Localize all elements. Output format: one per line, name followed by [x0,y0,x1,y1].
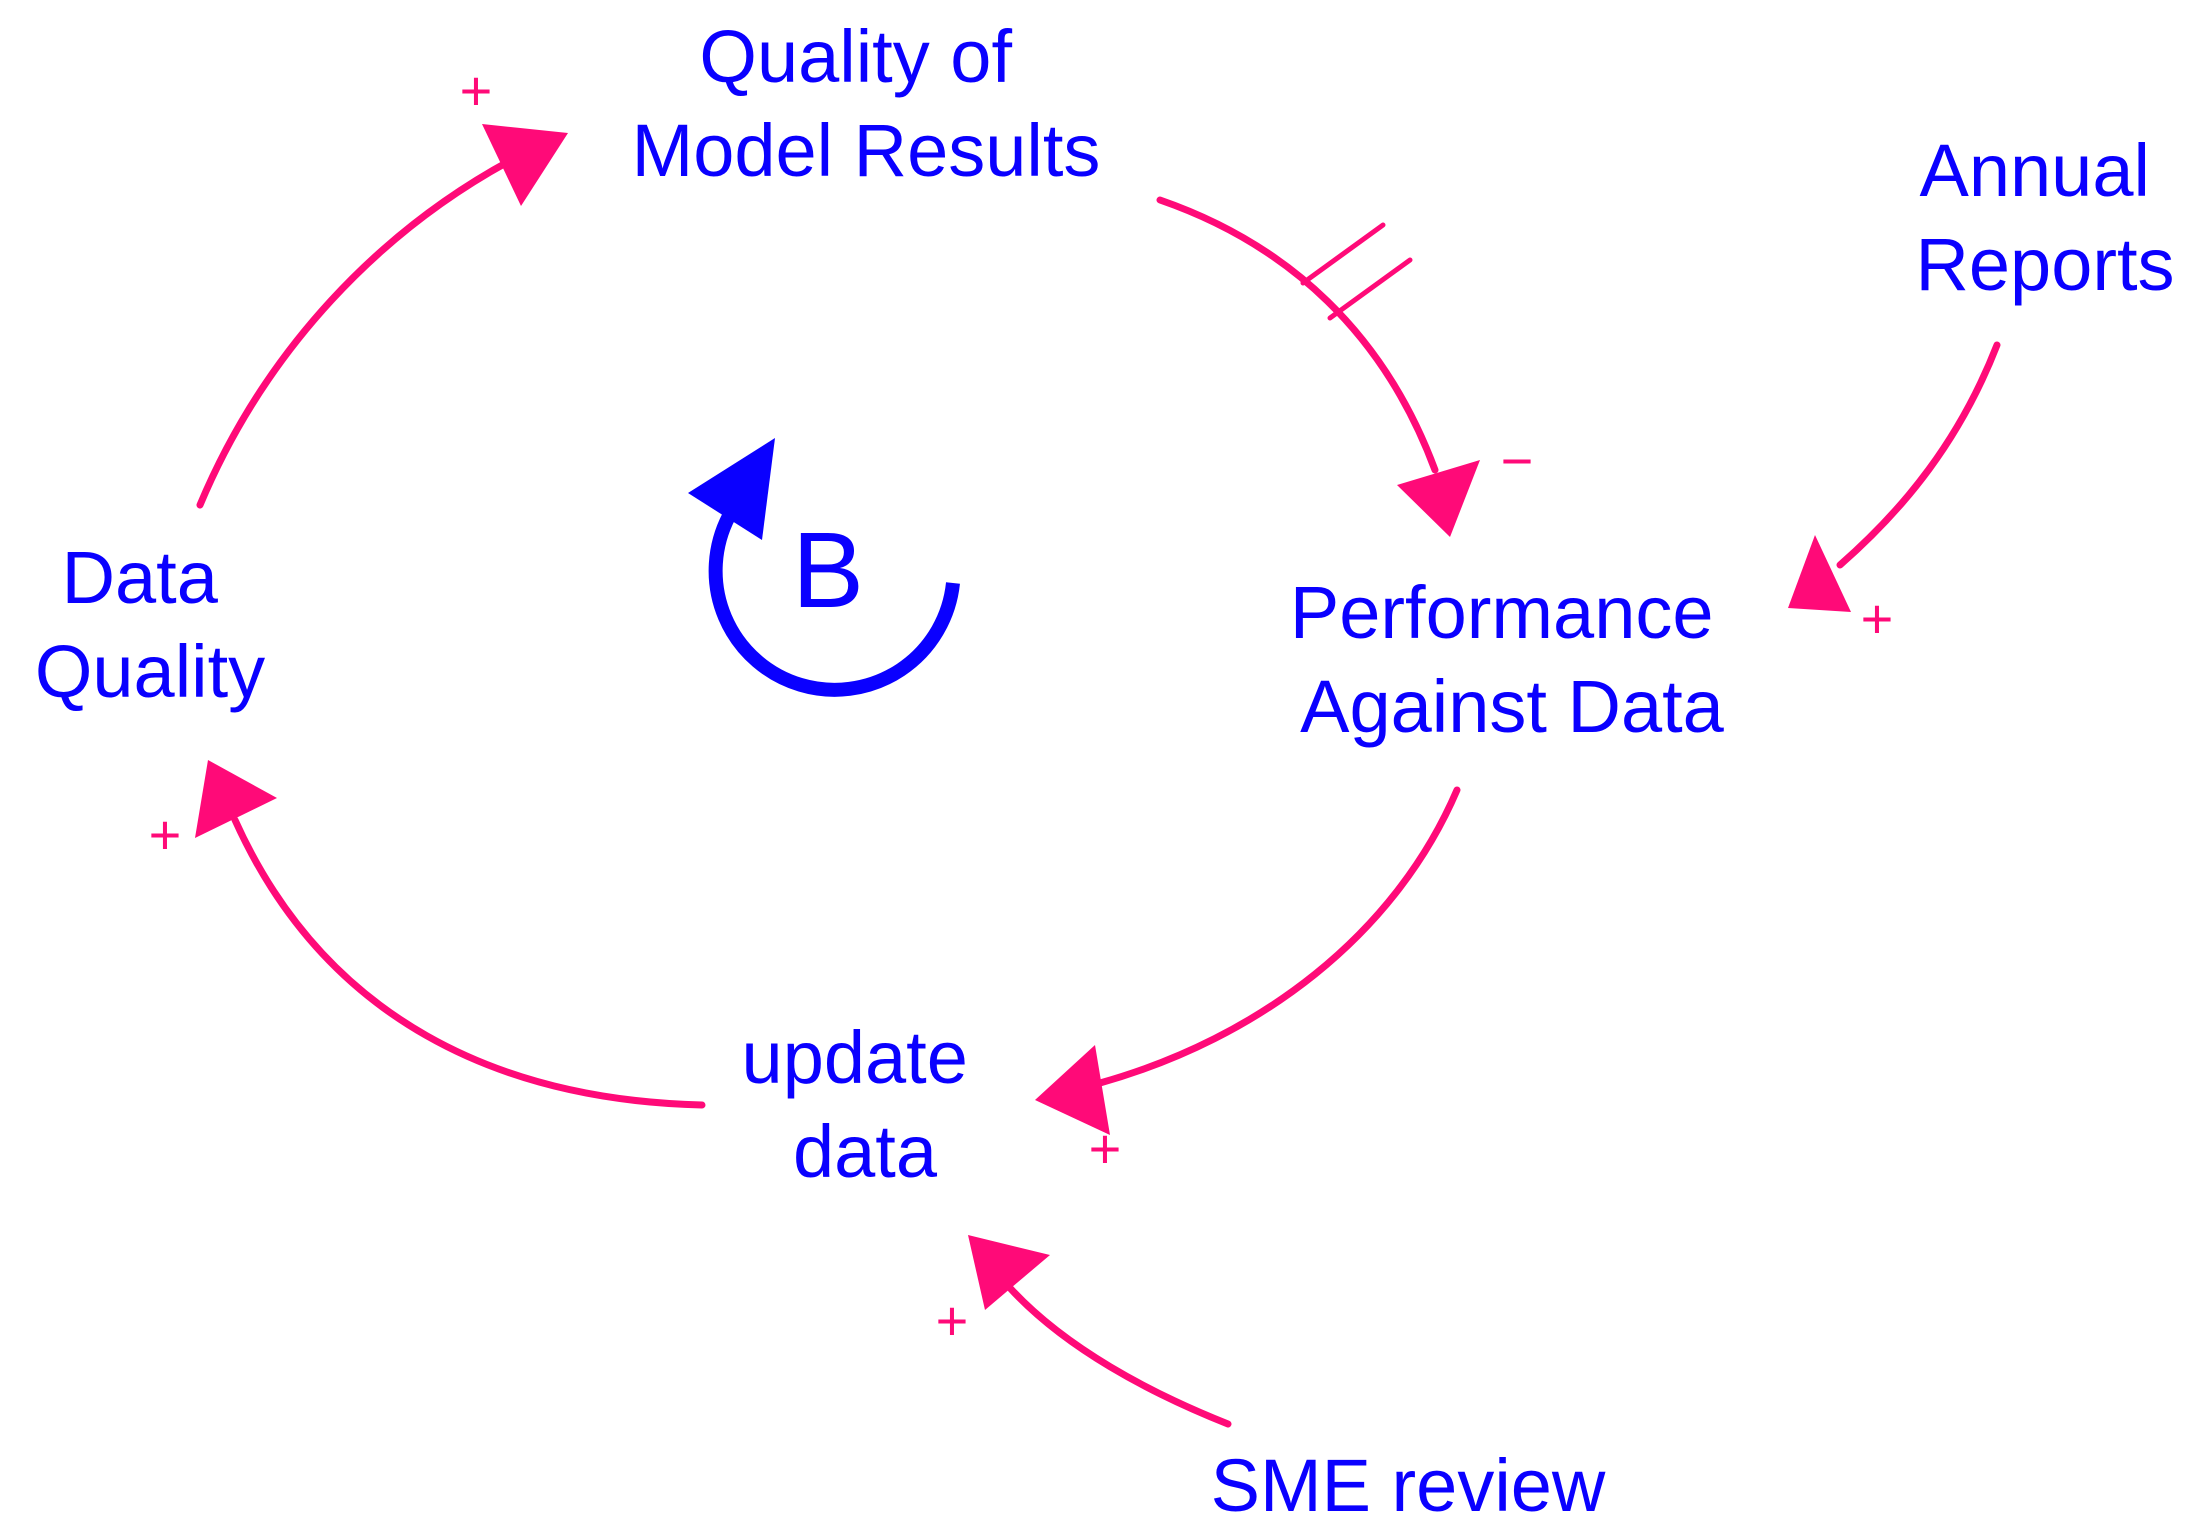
polarity-sign-6: + [936,1289,969,1352]
polarity-sign-1: + [460,59,493,122]
link-performance-to-update-data [1096,786,1461,1087]
arrowhead-sme-review [968,1235,1050,1310]
arrowhead-model-results [482,124,568,206]
link-annual-reports-to-performance [1836,341,2001,569]
node-annual-reports: Annual Reports [1915,129,2174,306]
loop-label: B [792,509,864,630]
delay-mark-1 [1300,222,1386,286]
node-sme-review: SME review [1211,1444,1606,1527]
node-quality-of-model-results: Quality of Model Results [632,15,1101,192]
balancing-loop-marker: B [688,438,960,697]
delay-mark-2 [1327,257,1413,321]
link-update-data-to-data-quality [231,816,706,1109]
link-data-quality-to-model-results [196,154,519,509]
polarity-sign-5: + [149,803,182,866]
arrowhead-performance [1397,460,1480,537]
node-data-quality: Data Quality [35,536,265,713]
polarity-sign-4: + [1089,1117,1122,1180]
polarity-sign-3: + [1861,587,1894,650]
node-update-data: update data [742,1016,989,1193]
arrowhead-annual-reports [1788,535,1851,612]
link-sme-review-to-update-data [1006,1284,1232,1428]
arrowhead-update-data [1035,1045,1110,1135]
loop-arrowhead [688,438,775,540]
arrowhead-data-quality [195,760,277,838]
loop-arc [708,512,960,697]
polarity-sign-2: − [1501,429,1534,492]
link-model-results-to-performance [1156,196,1439,474]
node-performance-against-data: Performance Against Data [1290,571,1734,748]
